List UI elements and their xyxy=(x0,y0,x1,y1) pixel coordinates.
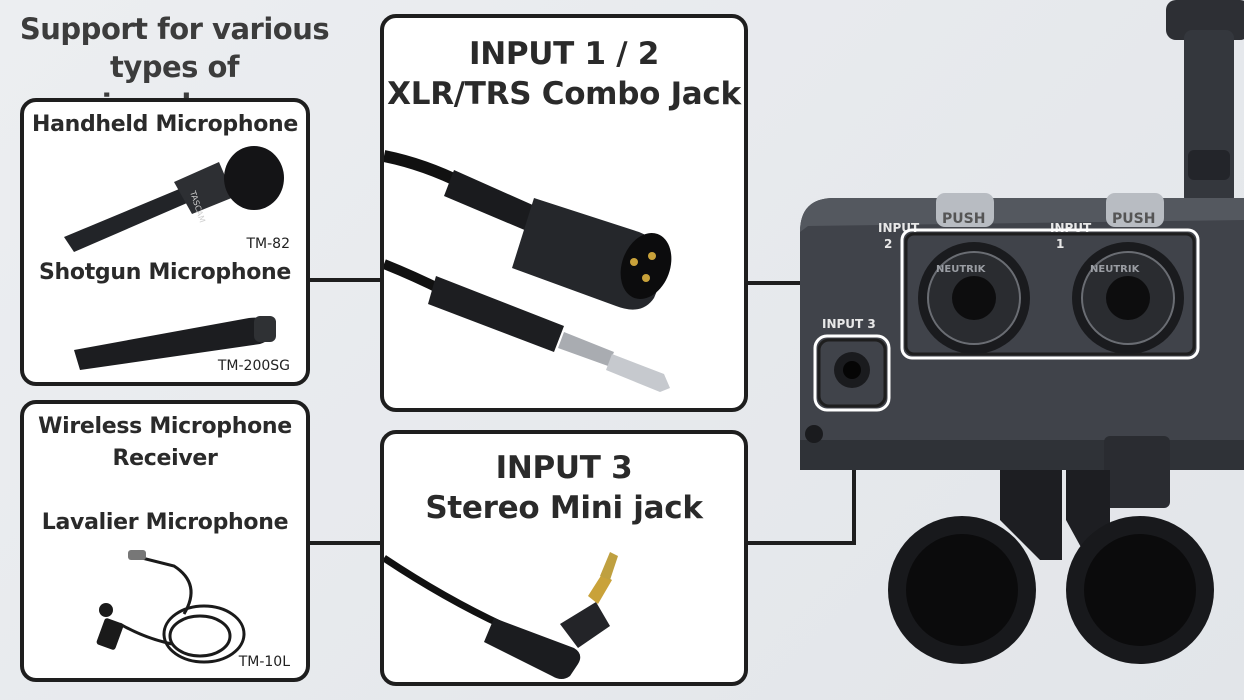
input-3-title-line1: INPUT 3 xyxy=(495,450,633,486)
connector-mics-bottom xyxy=(306,541,384,545)
connector-input3-h xyxy=(744,541,856,545)
device-label-input2-b: 2 xyxy=(884,237,892,251)
input-12-title-line2: XLR/TRS Combo Jack xyxy=(387,76,741,112)
wireless-receiver-label-line2: Receiver xyxy=(112,446,218,471)
input-12-box: INPUT 1 / 2 XLR/TRS Combo Jack xyxy=(380,14,748,412)
push-label-2: PUSH xyxy=(942,211,985,227)
heading-line-1: Support for various xyxy=(19,12,330,46)
shotgun-microphone-label: Shotgun Microphone xyxy=(38,260,291,285)
mic-box-wireless-lavalier: Wireless Microphone Receiver Lavalier Mi… xyxy=(20,400,310,682)
input-3-title-line2: Stereo Mini jack xyxy=(425,490,703,526)
lavalier-microphone-image xyxy=(96,550,246,664)
handheld-microphone-image: TASCAM xyxy=(64,146,284,252)
lavalier-microphone-label: Lavalier Microphone xyxy=(41,510,289,535)
input-12-title-line1: INPUT 1 / 2 xyxy=(468,36,660,72)
lavalier-model-label: TM-10L xyxy=(238,654,290,670)
neutrik-label-2: NEUTRIK xyxy=(936,264,987,275)
xlr-trs-cable-image xyxy=(384,150,672,392)
device-label-input1-b: 1 xyxy=(1056,237,1064,251)
shotgun-model-label: TM-200SG xyxy=(217,358,290,374)
push-label-1: PUSH xyxy=(1112,211,1155,227)
neutrik-label-1: NEUTRIK xyxy=(1090,264,1141,275)
shotgun-microphone-image xyxy=(74,316,276,370)
connector-mics-top xyxy=(306,278,384,282)
device-label-input3: INPUT 3 xyxy=(822,317,876,331)
input-3-box: INPUT 3 Stereo Mini jack xyxy=(380,430,748,686)
wireless-receiver-label-line1: Wireless Microphone xyxy=(38,414,292,439)
handheld-model-label: TM-82 xyxy=(246,236,291,252)
connector-input3-v xyxy=(852,412,856,545)
handheld-microphone-label: Handheld Microphone xyxy=(31,112,299,137)
mic-box-handheld-shotgun: Handheld Microphone TASCAM TM-82 Shotgun… xyxy=(20,98,310,386)
stereo-mini-cable-image xyxy=(384,552,618,679)
